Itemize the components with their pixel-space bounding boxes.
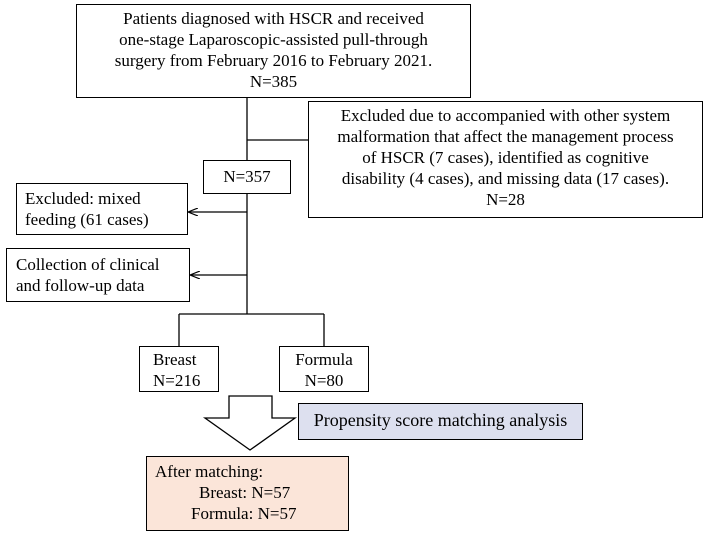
after-breast-count: Breast: N=57	[199, 483, 291, 502]
breast-group-box: Breast N=216	[139, 346, 219, 392]
breast-label: Breast	[153, 350, 197, 369]
after-matching-title: After matching:	[155, 462, 264, 481]
remaining-count: N=357	[223, 167, 271, 186]
exclusion-box: Excluded due to accompanied with other s…	[308, 101, 703, 218]
after-matching-box: After matching: Breast: N=57 Formula: N=…	[146, 456, 349, 531]
exclusion-count: N=28	[486, 190, 525, 209]
formula-count: N=80	[304, 371, 344, 390]
propensity-matching-box: Propensity score matching analysis	[298, 403, 583, 440]
formula-label: Formula	[295, 350, 353, 369]
collection-line-1: Collection of clinical	[16, 255, 160, 274]
exclusion-line-1: Excluded due to accompanied with other s…	[340, 106, 671, 125]
exclusion-line-2: malformation that affect the management …	[337, 127, 674, 146]
mixed-line-2: feeding (61 cases)	[25, 210, 149, 229]
mixed-feeding-exclusion-box: Excluded: mixed feeding (61 cases)	[16, 183, 188, 235]
enrollment-line-2: one-stage Laparoscopic-assisted pull-thr…	[119, 30, 428, 49]
collection-line-2: and follow-up data	[16, 276, 145, 295]
enrollment-count: N=385	[249, 72, 298, 91]
exclusion-line-4: disability (4 cases), and missing data (…	[341, 169, 670, 188]
mixed-line-1: Excluded: mixed	[25, 189, 141, 208]
propensity-label: Propensity score matching analysis	[313, 410, 568, 430]
remaining-count-box: N=357	[203, 160, 291, 194]
formula-group-box: Formula N=80	[279, 346, 369, 392]
down-block-arrow	[202, 395, 298, 451]
enrollment-box: Patients diagnosed with HSCR and receive…	[76, 4, 471, 98]
enrollment-line-1: Patients diagnosed with HSCR and receive…	[123, 9, 424, 28]
after-formula-count: Formula: N=57	[191, 504, 297, 523]
enrollment-line-3: surgery from February 2016 to February 2…	[114, 51, 433, 70]
exclusion-line-3: of HSCR (7 cases), identified as cogniti…	[362, 148, 649, 167]
data-collection-box: Collection of clinical and follow-up dat…	[6, 248, 190, 302]
breast-count: N=216	[153, 371, 201, 390]
